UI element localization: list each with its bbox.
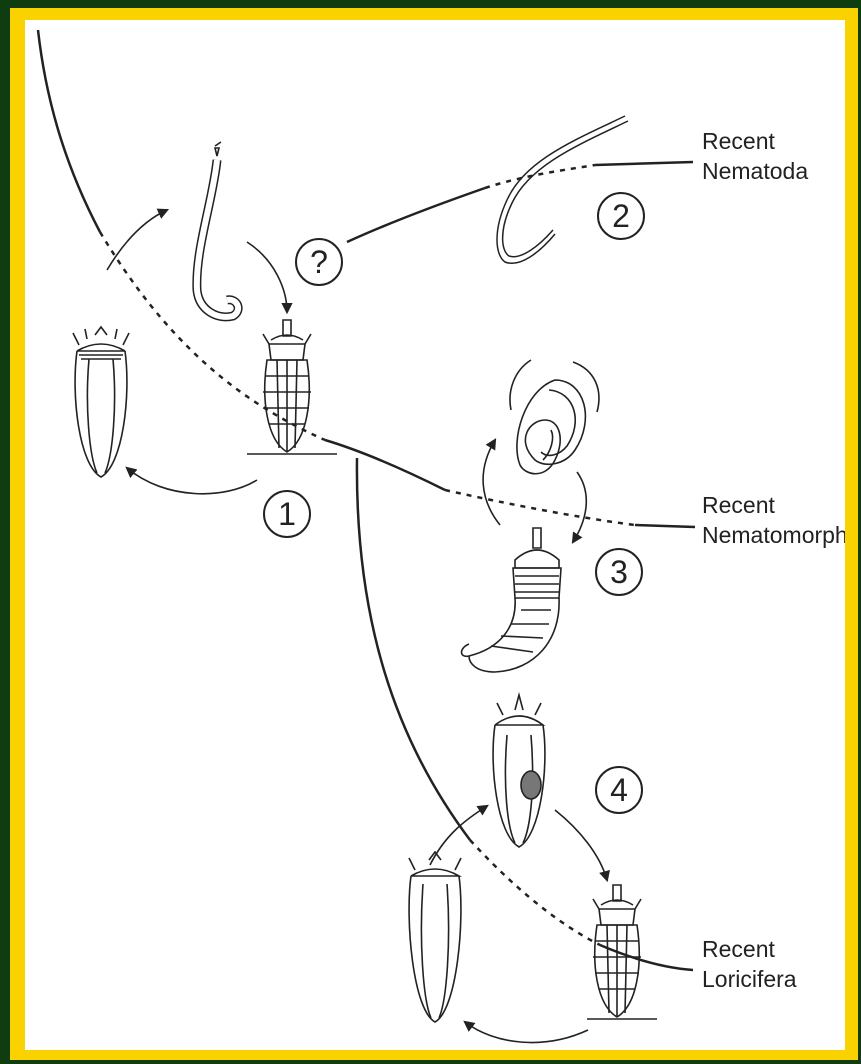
nematomorpha-label: Recent Nematomorpha [702,490,845,550]
stage1-marker: 1 [263,490,311,538]
stage2-nematode-worm [497,116,628,263]
nematoda-label-line2: Nematoda [702,156,808,186]
stage4-lifecycle [409,695,657,1042]
loricifera-label-line2: Loricifera [702,964,797,994]
stage4-larva-bottom [409,852,461,1022]
yellow-border-frame: 1 2 3 4 ? Recent Nematoda Recent Nematom… [10,8,858,1060]
loricifera-label: Recent Loricifera [702,934,797,994]
nematoda-label-line1: Recent [702,126,808,156]
stage1-lifecycle [73,142,337,494]
nematoda-label: Recent Nematoda [702,126,808,186]
diagram-panel: 1 2 3 4 ? Recent Nematoda Recent Nematom… [25,20,845,1050]
stage4-marker: 4 [595,766,643,814]
loricifera-label-line1: Recent [702,934,797,964]
stage3-larva [462,528,562,672]
stage1-long-larva [197,142,238,317]
stage4-adult [587,885,657,1019]
main-lineage-line [38,30,695,527]
stage4-larva-top [493,695,545,847]
stage2-marker: 2 [597,192,645,240]
loricifera-branch-line [357,458,693,970]
stage1-larva-left [73,327,129,477]
nematomorpha-label-line1: Recent [702,490,845,520]
stage3-coiled-worm [510,360,599,474]
unknown-marker: ? [295,238,343,286]
stage3-marker: 3 [595,548,643,596]
nematomorpha-label-line2: Nematomorpha [702,520,845,550]
stage1-adult [247,320,337,454]
